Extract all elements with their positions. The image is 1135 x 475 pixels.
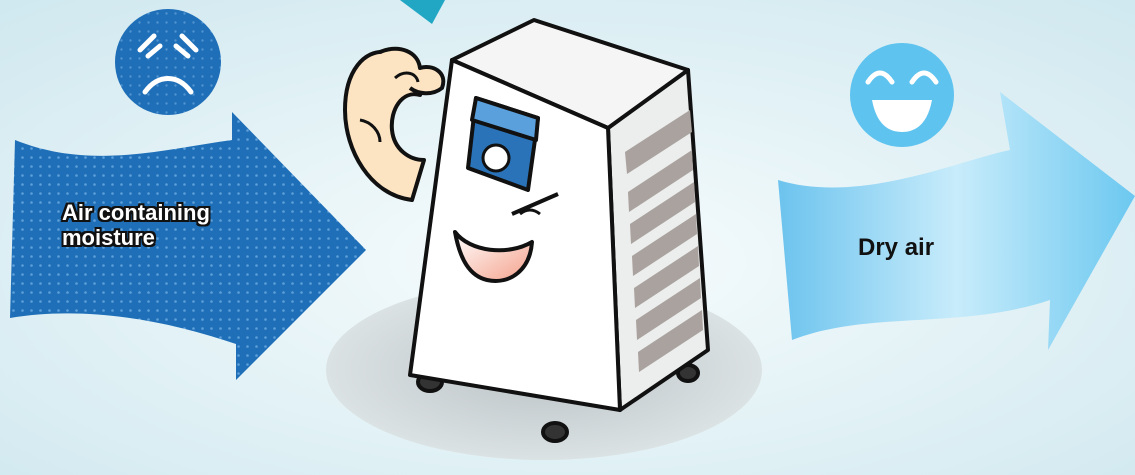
sad-face-icon — [115, 9, 221, 115]
happy-face-icon — [850, 43, 954, 147]
incoming-air-label-line-1: Air containing — [62, 200, 210, 225]
incoming-air-label-line-2: moisture — [62, 225, 210, 250]
outgoing-air-label: Dry air — [858, 234, 934, 262]
incoming-air-label: Air containing moisture — [62, 200, 210, 250]
